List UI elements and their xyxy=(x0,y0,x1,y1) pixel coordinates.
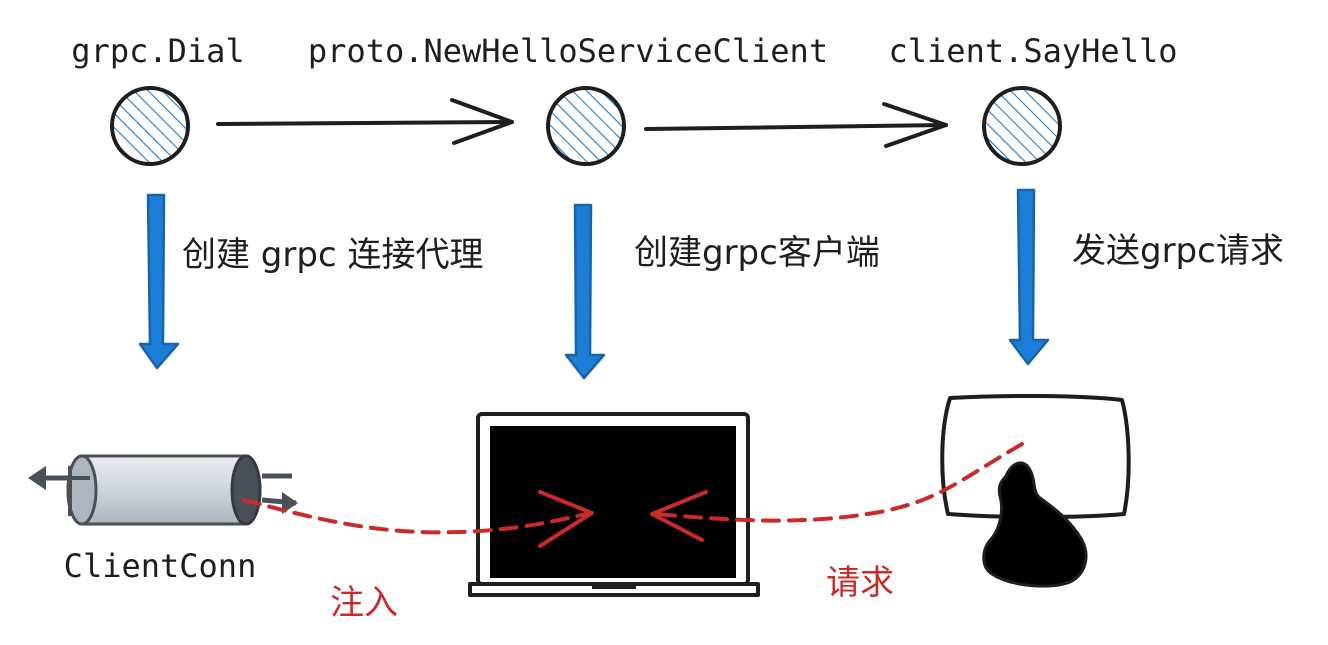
person-at-screen-icon xyxy=(940,393,1131,588)
laptop-icon xyxy=(468,412,760,597)
step-title-dial: grpc.Dial xyxy=(71,32,244,70)
caption-create-connection: 创建 grpc 连接代理 xyxy=(182,235,483,275)
hatched-circle-icon xyxy=(982,86,1062,166)
down-arrow-2 xyxy=(564,203,606,380)
pipe-icon xyxy=(28,454,298,526)
arrow-client-to-request xyxy=(644,102,948,148)
caption-create-client: 创建grpc客户端 xyxy=(634,233,880,273)
down-arrow-3 xyxy=(1008,188,1050,366)
hatched-circle-icon xyxy=(546,86,626,166)
result-client-conn: ClientConn xyxy=(64,547,257,585)
request-flow xyxy=(650,442,1024,542)
down-arrow-1 xyxy=(138,193,180,370)
hatched-circle-icon xyxy=(110,86,190,166)
caption-send-request: 发送grpc请求 xyxy=(1072,231,1284,271)
inject-label: 注入 xyxy=(330,583,398,623)
step-title-new-client: proto.NewHelloServiceClient xyxy=(308,32,828,70)
request-label: 请求 xyxy=(826,563,894,603)
step-title-say-hello: client.SayHello xyxy=(889,32,1178,70)
inject-flow xyxy=(242,490,594,548)
arrow-dial-to-client xyxy=(216,98,514,145)
